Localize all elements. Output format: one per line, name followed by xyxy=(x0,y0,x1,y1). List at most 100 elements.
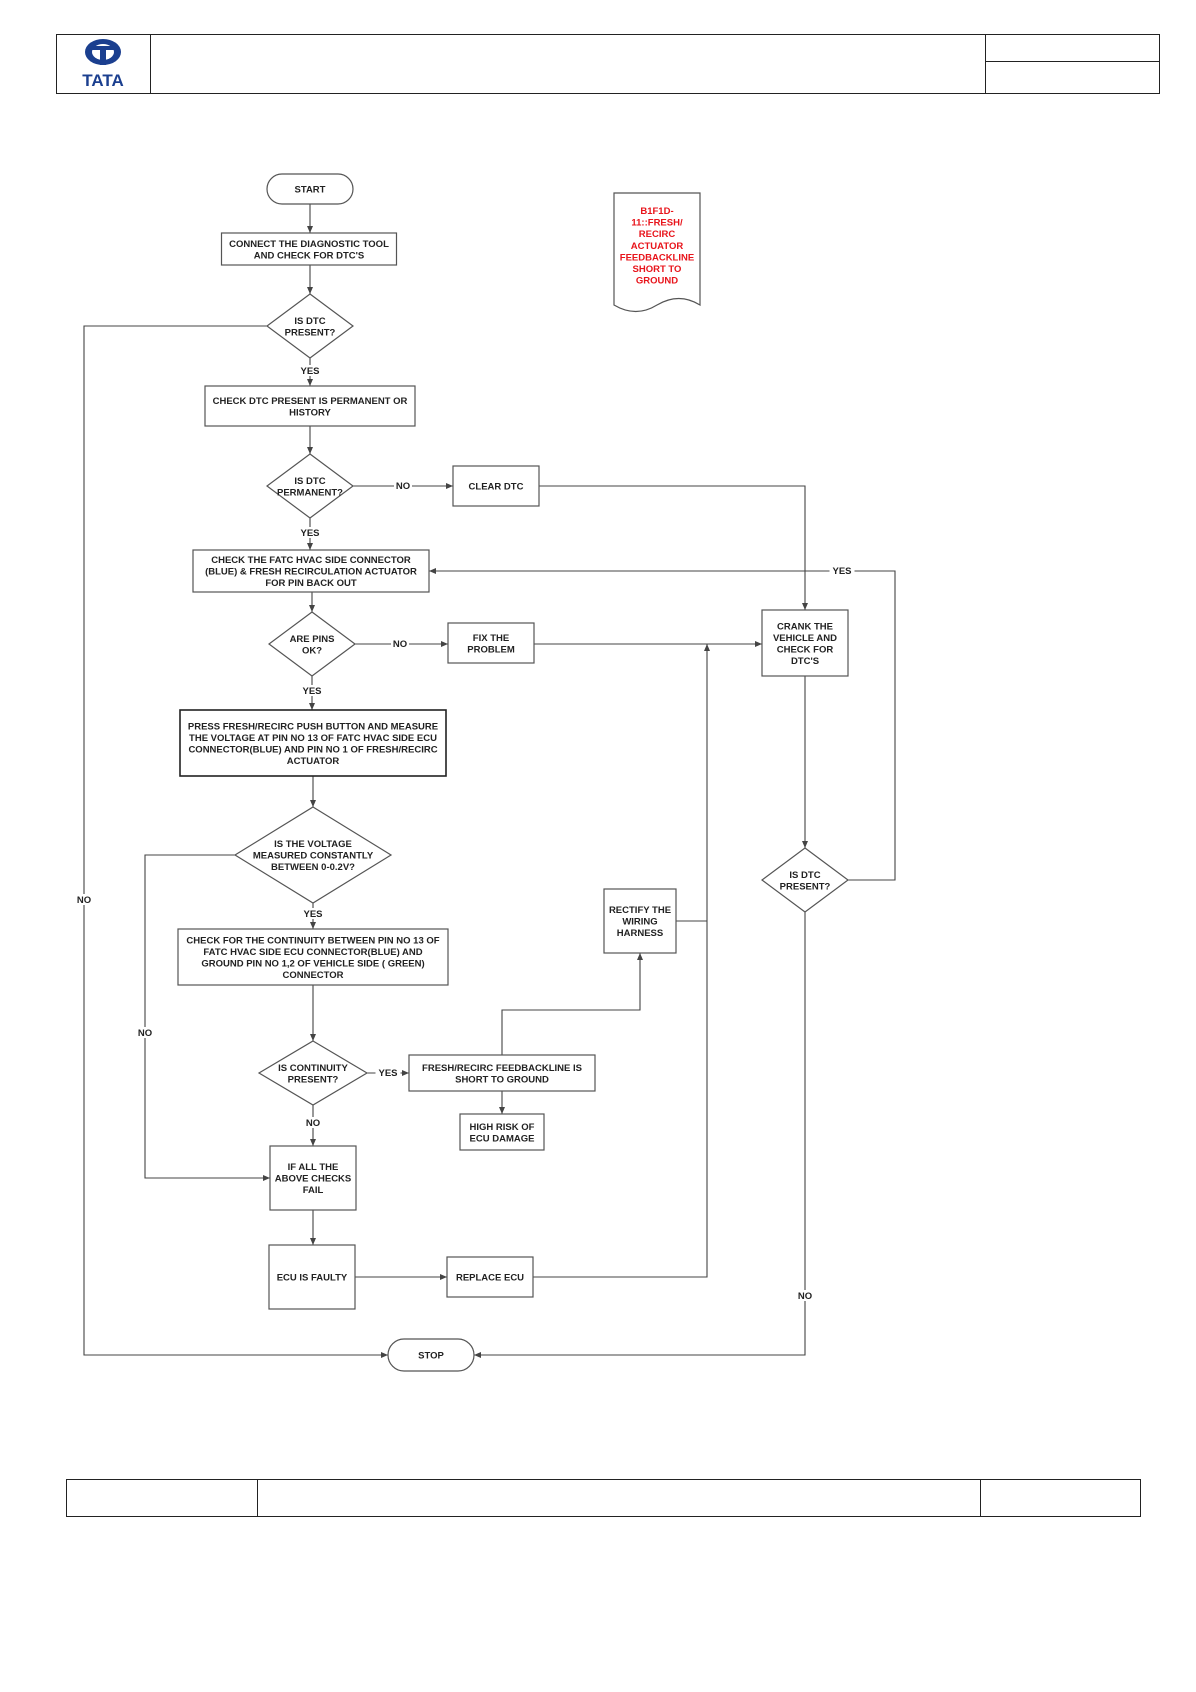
edge-label-yes: YES xyxy=(300,528,319,539)
flow-node-text: CONNECTOR xyxy=(282,970,343,981)
flow-node-press: PRESS FRESH/RECIRC PUSH BUTTON AND MEASU… xyxy=(179,709,447,777)
flow-node-text: ECU DAMAGE xyxy=(470,1133,535,1144)
logo-text: TATA xyxy=(82,71,124,90)
flow-node-text: PRESENT? xyxy=(288,1074,339,1085)
flow-terminal-stop xyxy=(387,1338,475,1372)
edge-label-no: NO xyxy=(396,481,410,492)
flow-node-replace: REPLACE ECU xyxy=(446,1256,534,1298)
header-meta-top xyxy=(986,35,1159,62)
edge-label-bg xyxy=(796,1290,814,1301)
flow-node-text: CONNECT THE DIAGNOSTIC TOOL xyxy=(229,239,389,250)
flow-box-connect xyxy=(220,232,398,266)
flow-box-press xyxy=(179,709,447,777)
flow-decision-isperm xyxy=(265,453,355,519)
flow-node-text: RECTIFY THE xyxy=(609,905,671,916)
header-meta xyxy=(985,35,1159,93)
flow-connector xyxy=(429,568,896,881)
flow-node-text: ARE PINS xyxy=(290,634,335,645)
flow-node-text: GROUND PIN NO 1,2 OF VEHICLE SIDE ( GREE… xyxy=(201,958,424,969)
flow-box-fatc xyxy=(192,549,430,593)
flow-box-short xyxy=(408,1054,596,1092)
flow-decision-voltage xyxy=(233,806,393,904)
flow-box-crank xyxy=(761,609,849,677)
flow-box-allfail xyxy=(269,1145,357,1211)
flow-node-text: CLEAR DTC xyxy=(469,482,524,493)
dtc-note-line: GROUND xyxy=(636,276,678,287)
edge-label-yes: YES xyxy=(832,566,851,577)
dtc-note: B1F1D-11::FRESH/RECIRCACTUATORFEEDBACKLI… xyxy=(613,192,701,313)
tata-logo-icon: TATA xyxy=(82,39,124,90)
flow-node-text: IS DTC xyxy=(789,870,820,881)
dtc-note-line: 11::FRESH/ xyxy=(631,218,683,229)
flow-node-text: FRESH/RECIRC FEEDBACKLINE IS xyxy=(422,1063,582,1074)
flow-node-text: IS CONTINUITY xyxy=(278,1063,348,1074)
flow-node-text: DTC'S xyxy=(791,656,819,667)
flow-node-text: HIGH RISK OF xyxy=(470,1122,535,1133)
edge-label-no: NO xyxy=(306,1118,320,1129)
flow-node-text: FOR PIN BACK OUT xyxy=(265,578,357,589)
edge-label-bg xyxy=(304,1117,322,1128)
edge-label-no: NO xyxy=(393,639,407,650)
flow-node-text: IS DTC xyxy=(294,476,325,487)
edge-label-no: NO xyxy=(798,1291,812,1302)
flow-node-text: VEHICLE AND xyxy=(773,633,837,644)
flow-node-faulty: ECU IS FAULTY xyxy=(268,1244,356,1310)
flow-node-text: CONNECTOR(BLUE) AND PIN NO 1 OF FRESH/RE… xyxy=(188,744,437,755)
flow-node-text: HARNESS xyxy=(617,928,663,939)
flow-node-text: PROBLEM xyxy=(467,644,515,655)
flow-box-faulty xyxy=(268,1244,356,1310)
flow-node-text: START xyxy=(295,185,326,196)
flow-node-text: WIRING xyxy=(622,917,657,928)
flow-node-text: CHECK DTC PRESENT IS PERMANENT OR xyxy=(213,396,408,407)
flow-node-text: MEASURED CONSTANTLY xyxy=(253,851,374,862)
flow-node-text: AND CHECK FOR DTC'S xyxy=(254,250,364,261)
flow-node-text: HISTORY xyxy=(289,407,331,418)
edge-label-no: NO xyxy=(77,895,91,906)
edge-label-yes: YES xyxy=(378,1068,397,1079)
footer-right xyxy=(980,1480,1140,1516)
flow-decision-iscont xyxy=(257,1040,369,1106)
dtc-note-line: B1F1D- xyxy=(640,206,673,217)
footer-left xyxy=(67,1480,258,1516)
edge-label-bg xyxy=(297,365,323,376)
flow-node-text: THE VOLTAGE AT PIN NO 13 OF FATC HVAC SI… xyxy=(189,733,437,744)
dtc-note-line: ACTUATOR xyxy=(631,241,684,252)
flow-box-replace xyxy=(446,1256,534,1298)
edge-label-bg xyxy=(136,1027,154,1038)
flow-node-text: FIX THE xyxy=(473,633,509,644)
flow-node-stop: STOP xyxy=(387,1338,475,1372)
flow-node-text: IS THE VOLTAGE xyxy=(274,839,352,850)
flow-node-text: ABOVE CHECKS xyxy=(275,1174,352,1185)
flow-node-text: PRESENT? xyxy=(285,327,336,338)
tata-logo: TATA xyxy=(57,35,151,93)
flow-node-cont: CHECK FOR THE CONTINUITY BETWEEN PIN NO … xyxy=(177,928,449,986)
flow-connector xyxy=(83,325,388,1358)
flowchart-edges xyxy=(83,204,896,1358)
flow-decision-isdtc2 xyxy=(760,847,850,913)
flow-node-text: FATC HVAC SIDE ECU CONNECTOR(BLUE) AND xyxy=(203,947,422,958)
dtc-note-line: SHORT TO xyxy=(633,264,682,275)
flow-node-text: IF ALL THE xyxy=(288,1162,339,1173)
flow-node-text: CRANK THE xyxy=(777,621,833,632)
edge-label-bg xyxy=(75,894,93,905)
edge-label-yes: YES xyxy=(302,686,321,697)
flow-decision-isdtc1 xyxy=(265,293,355,359)
flow-box-fix xyxy=(447,622,535,664)
flow-node-clear: CLEAR DTC xyxy=(452,465,540,507)
flow-connector xyxy=(533,644,710,1278)
flow-node-text: IS DTC xyxy=(294,316,325,327)
flow-decision-pins xyxy=(267,611,357,677)
flow-node-text: FAIL xyxy=(303,1185,324,1196)
